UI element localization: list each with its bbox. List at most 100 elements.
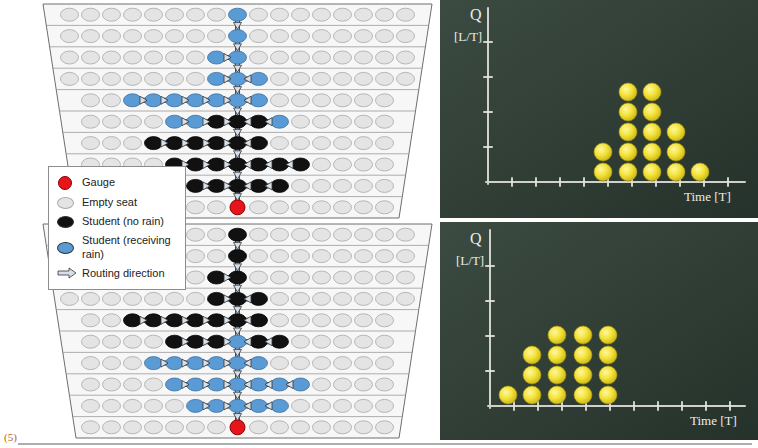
empty-seat (124, 335, 142, 348)
empty-seat (103, 137, 121, 150)
routing-arrowhead (286, 381, 293, 389)
empty-seat (334, 271, 352, 284)
empty-seat (103, 292, 121, 305)
empty-seat (355, 292, 373, 305)
empty-seat (313, 72, 331, 85)
chalk-tick (559, 178, 561, 186)
empty-seat (376, 72, 394, 85)
routing-arrowhead (203, 118, 210, 126)
routing-arrowhead (244, 161, 251, 169)
empty-seat (82, 72, 100, 85)
empty-seat (82, 51, 100, 64)
routing-arrowhead (224, 139, 231, 147)
student-seat (229, 30, 247, 43)
empty-seat (313, 30, 331, 43)
chalk-tick (681, 402, 683, 410)
ball (574, 346, 592, 364)
empty-seat (250, 421, 268, 434)
routing-arrowhead (203, 182, 210, 190)
empty-seat (250, 250, 268, 263)
empty-seat (250, 8, 268, 21)
routing-arrowhead (244, 96, 251, 104)
empty-seat (271, 228, 289, 241)
routing-arrowhead (224, 295, 231, 303)
empty-seat (82, 399, 100, 412)
axis-unit: [L/T] (454, 30, 482, 44)
legend-text: Student (no rain) (82, 215, 164, 228)
empty-seat (376, 421, 394, 434)
empty-seat (355, 201, 373, 214)
routing-arrowhead (244, 182, 251, 190)
ball (574, 366, 592, 384)
empty-seat (271, 94, 289, 107)
student-seat (292, 378, 310, 391)
routing-arrowhead (224, 316, 231, 324)
routing-arrowhead (265, 161, 272, 169)
ball (523, 346, 541, 364)
routing-arrowhead (182, 118, 189, 126)
empty-seat (292, 179, 310, 192)
empty-seat (187, 292, 205, 305)
chalk-tick (486, 265, 494, 267)
routing-arrowhead (224, 118, 231, 126)
routing-arrowhead (244, 316, 251, 324)
empty-seat (292, 51, 310, 64)
routing-arrowhead (234, 151, 242, 158)
empty-seat (208, 201, 226, 214)
routing-arrowhead (161, 139, 168, 147)
empty-seat (292, 271, 310, 284)
figure-number: (5) (4, 431, 17, 443)
routing-arrowhead (234, 129, 242, 136)
axis-label: Q (470, 6, 482, 24)
empty-seat (250, 51, 268, 64)
student-seat (250, 137, 268, 150)
empty-seat (334, 228, 352, 241)
empty-seat (61, 72, 79, 85)
empty-seat (271, 250, 289, 263)
empty-seat (313, 158, 331, 171)
routing-arrowhead (265, 182, 272, 190)
empty-seat (187, 228, 205, 241)
empty-seat (334, 137, 352, 150)
routing-arrowhead (234, 65, 242, 72)
empty-seat (397, 72, 415, 85)
ball (574, 386, 592, 404)
routing-arrowhead (203, 381, 210, 389)
empty-seat (292, 292, 310, 305)
routing-arrowhead (182, 96, 189, 104)
empty-seat (250, 271, 268, 284)
empty-seat (355, 72, 373, 85)
empty-seat (376, 314, 394, 327)
student-seat (208, 292, 226, 305)
arrow-symbol (58, 268, 76, 278)
chalk-tick (537, 402, 539, 410)
empty-seat (82, 357, 100, 370)
student-seat (250, 292, 268, 305)
empty-seat (208, 421, 226, 434)
routing-arrowhead (203, 338, 210, 346)
empty-seat (334, 115, 352, 128)
routing-arrowhead (234, 108, 242, 115)
student-seat (124, 94, 142, 107)
empty-seat (166, 51, 184, 64)
empty-seat (292, 72, 310, 85)
chalk-tick (484, 41, 492, 43)
empty-seat (103, 51, 121, 64)
classroom (43, 4, 432, 218)
empty-seat (292, 115, 310, 128)
empty-seat (313, 228, 331, 241)
legend-row: Empty seat (49, 193, 185, 212)
routing-arrowhead (234, 285, 242, 292)
ball (619, 103, 637, 121)
empty-seat (313, 335, 331, 348)
empty-seat (103, 421, 121, 434)
empty-seat (376, 115, 394, 128)
classroom (43, 224, 432, 438)
empty-seat (376, 179, 394, 192)
routing-arrowhead (234, 392, 242, 399)
empty-seat (271, 357, 289, 370)
axis-unit: [L/T] (456, 254, 484, 268)
chalk-tick (705, 402, 707, 410)
empty-seat (292, 30, 310, 43)
